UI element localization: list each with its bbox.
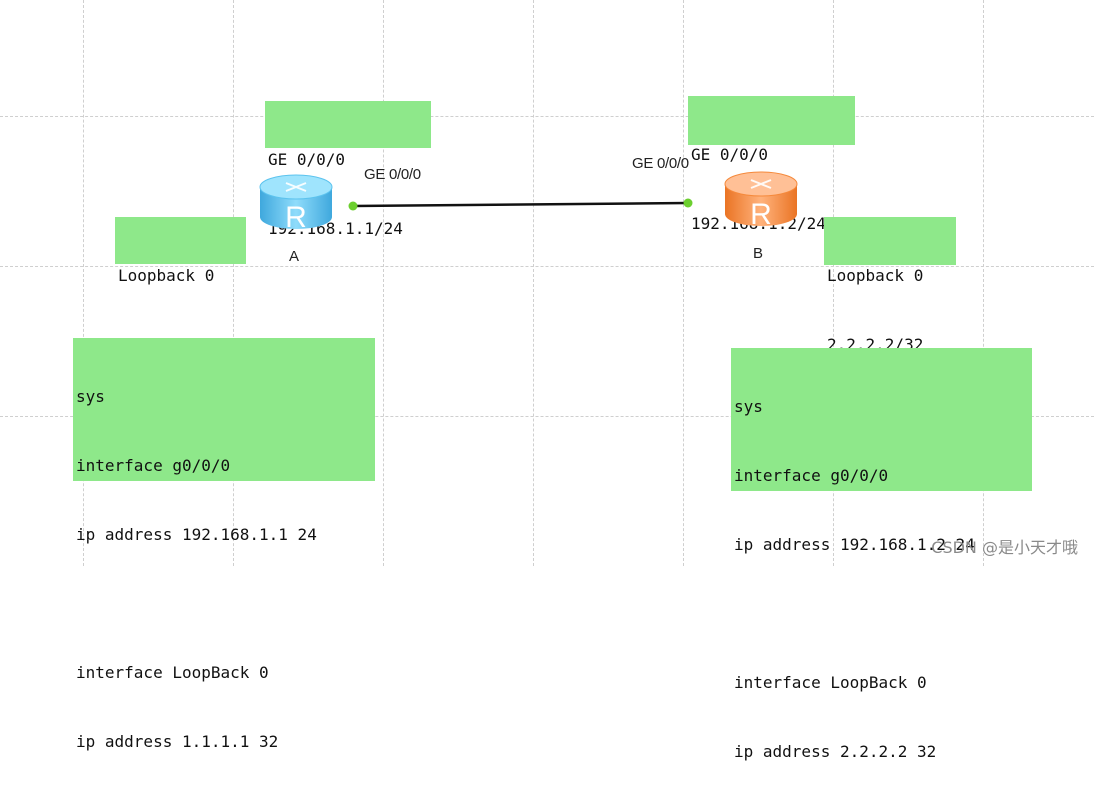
port-label-b: GE 0/0/0 (632, 155, 689, 172)
config-line: interface g0/0/0 (734, 466, 889, 485)
config-line (76, 592, 372, 615)
config-line: sys (76, 387, 105, 406)
note-line: Loopback 0 (827, 266, 924, 285)
config-line: ip address 192.168.1.1 24 (76, 525, 317, 544)
port-label-a: GE 0/0/0 (364, 166, 421, 183)
router-glyph: R (285, 201, 307, 234)
interface-note-b[interactable]: GE 0/0/0 192.168.1.2/24 (688, 96, 855, 233)
grid-line (833, 0, 834, 566)
config-line (734, 602, 1029, 625)
router-name-b: B (753, 245, 764, 262)
config-line: ip address 2.2.2.2 32 (734, 742, 937, 761)
config-line: sys (734, 397, 763, 416)
grid-line (0, 416, 1094, 417)
interface-note-a[interactable]: GE 0/0/0 192.168.1.1/24 (265, 101, 431, 238)
port-dot-b[interactable] (683, 198, 693, 208)
note-line: GE 0/0/0 (691, 145, 769, 164)
grid-line (533, 0, 534, 566)
config-line: interface LoopBack 0 (734, 673, 927, 692)
ethernet-link[interactable] (352, 201, 689, 208)
router-icon-b[interactable]: R (721, 164, 801, 236)
router-icon-a[interactable]: R (256, 167, 336, 239)
port-dot-a[interactable] (348, 201, 358, 211)
config-line: interface g0/0/0 (76, 456, 231, 475)
grid-line (983, 0, 984, 566)
grid-line (0, 266, 1094, 267)
grid-line (233, 0, 234, 566)
watermark: CSDN @是小天才哦 (931, 538, 1078, 557)
config-line: ip address 192.168.1.2 24 (734, 535, 975, 554)
router-name-a: A (289, 248, 300, 265)
grid-line (683, 0, 684, 566)
link-layer (348, 198, 693, 211)
config-note-b[interactable]: sys interface g0/0/0 ip address 192.168.… (731, 348, 1032, 761)
note-line: Loopback 0 (118, 266, 215, 285)
loopback-note-b[interactable]: Loopback 0 2.2.2.2/32 (824, 217, 956, 354)
config-line: interface LoopBack 0 (76, 663, 269, 682)
config-note-a[interactable]: sys interface g0/0/0 ip address 192.168.… (73, 338, 375, 751)
note-line: GE 0/0/0 (268, 150, 346, 169)
grid-line (83, 0, 84, 566)
config-line: ip address 1.1.1.1 32 (76, 732, 279, 751)
loopback-note-a[interactable]: Loopback 0 1.1.1.1/32 (115, 217, 246, 354)
grid-line (383, 0, 384, 566)
grid-line (0, 116, 1094, 117)
router-glyph: R (750, 198, 772, 231)
